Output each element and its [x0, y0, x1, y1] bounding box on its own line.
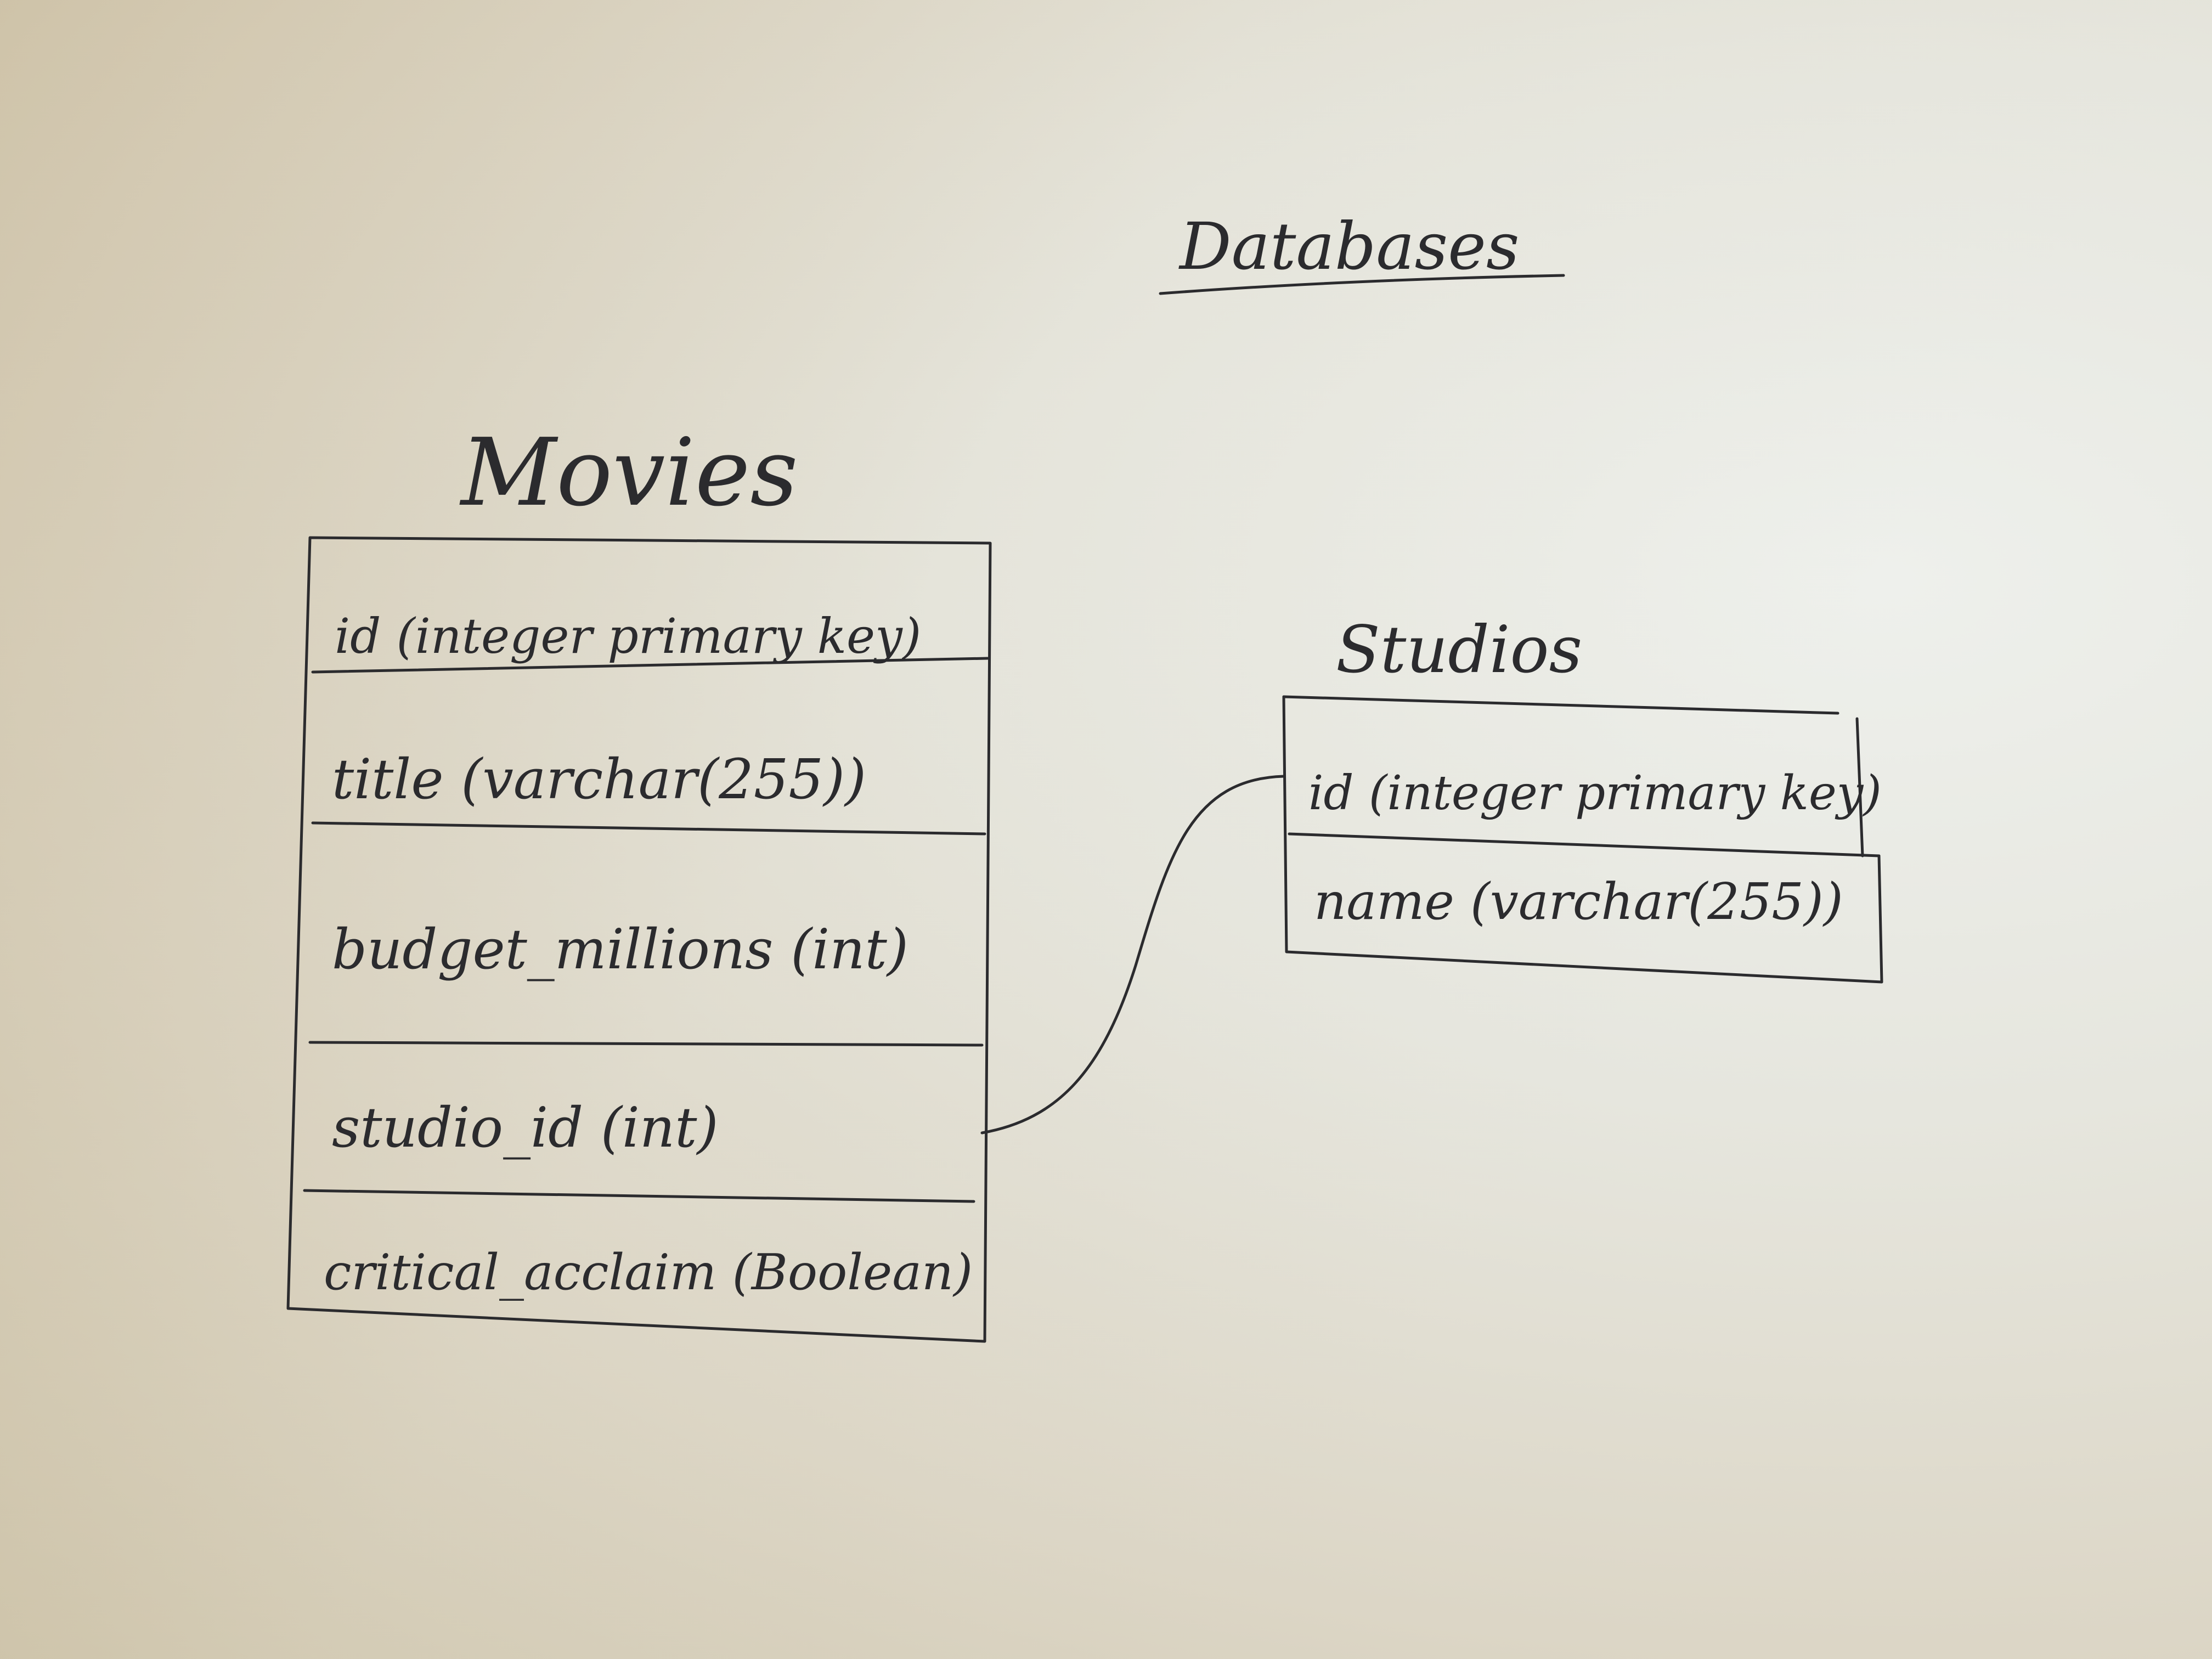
- movies-field: title (varchar(255)): [332, 747, 866, 811]
- studios-field: id (integer primary key): [1308, 766, 1882, 821]
- movies-field: critical_acclaim (Boolean): [324, 1244, 973, 1301]
- studios-table-title: Studios: [1336, 612, 1582, 687]
- movies-row-divider: [311, 821, 986, 836]
- title-underline: [1159, 274, 1565, 295]
- movies-table: id (integer primary key) title (varchar(…: [286, 536, 992, 1343]
- studios-field: name (varchar(255)): [1314, 872, 1843, 931]
- studios-table: id (integer primary key) name (varchar(2…: [1282, 695, 1883, 984]
- studios-table-border: [1282, 695, 1883, 984]
- diagram-title: Databases: [1178, 208, 1520, 284]
- studios-row-divider: [1288, 832, 1881, 857]
- movies-field: id (integer primary key): [335, 608, 921, 664]
- movies-table-title: Movies: [459, 419, 798, 527]
- studios-table-border: [1855, 717, 1864, 857]
- movies-row-divider: [308, 1041, 984, 1047]
- movies-table-border: [286, 536, 992, 1343]
- movies-field: studio_id (int): [332, 1096, 719, 1160]
- movies-field: budget_millions (int): [332, 917, 909, 981]
- relationship-connector: [980, 775, 1285, 1135]
- movies-row-divider: [303, 1189, 975, 1203]
- movies-row-divider: [311, 657, 989, 674]
- studios-table-border: [1282, 695, 1839, 715]
